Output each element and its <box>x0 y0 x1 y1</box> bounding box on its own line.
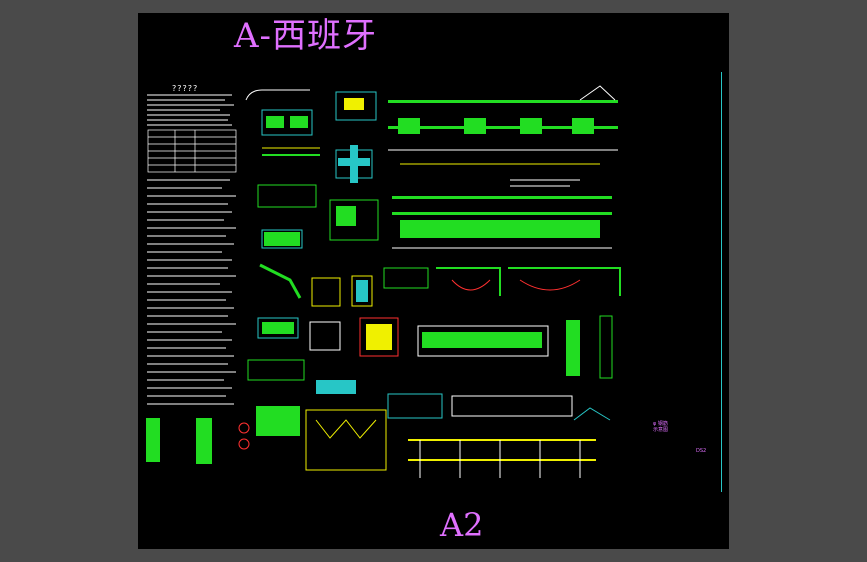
rebar-legend-label: φ 钢筋 示意图 <box>653 421 669 433</box>
long-beam-detail-top <box>388 85 618 165</box>
sheet-size-label: A2 <box>440 506 484 544</box>
notes-table <box>147 129 237 173</box>
notes-heading: ????? <box>172 84 199 93</box>
general-notes-text-lines <box>147 179 236 405</box>
section-details-left <box>238 184 317 450</box>
beam-details-right-middle <box>383 267 621 379</box>
general-notes-block <box>147 94 234 126</box>
beam-detail-middle <box>392 179 612 249</box>
section-details-center <box>309 199 399 394</box>
column-section-detail <box>335 91 377 183</box>
detail-top-left <box>245 89 320 156</box>
bottom-details <box>146 393 611 478</box>
frame-right-rule <box>721 72 722 492</box>
drawing-title: A-西班牙 <box>234 16 378 56</box>
drawing-code-label: DS2 <box>696 448 707 454</box>
